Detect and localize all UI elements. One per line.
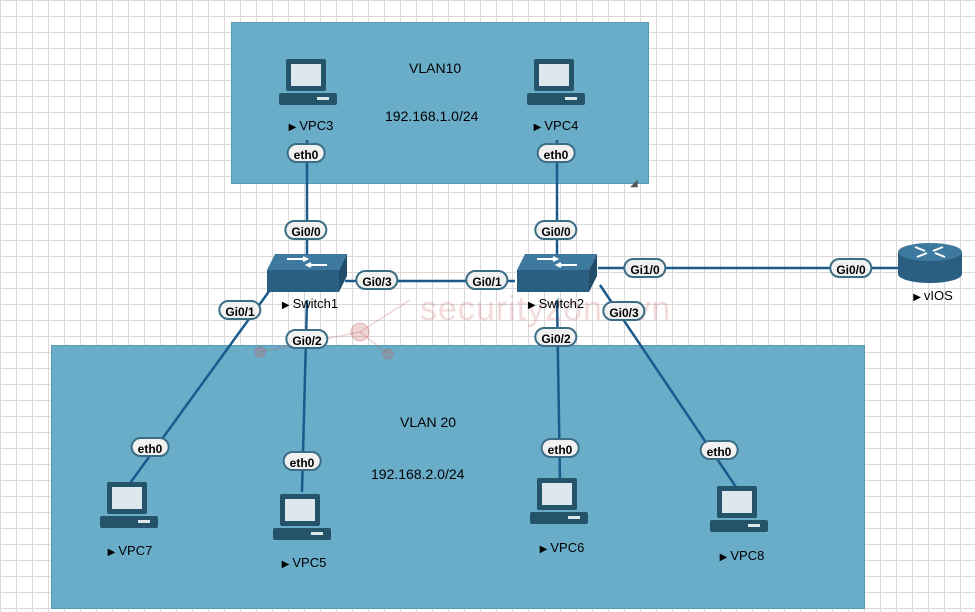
vios-router-icon[interactable]	[895, 238, 965, 284]
play-icon[interactable]: ▶	[281, 559, 290, 570]
vlan20-subnet: 192.168.2.0/24	[371, 466, 465, 482]
switch1-switch-icon[interactable]	[263, 250, 351, 296]
vpc4-label: ▶VPC4	[533, 118, 579, 133]
port-vpc6-eth0[interactable]: eth0	[540, 438, 580, 458]
vpc6-label: ▶VPC6	[539, 540, 585, 555]
play-icon[interactable]: ▶	[281, 300, 290, 311]
play-icon[interactable]: ▶	[288, 122, 297, 133]
vpc5-label: ▶VPC5	[281, 555, 327, 570]
port-switch1-gi02[interactable]: Gi0/2	[285, 329, 329, 349]
vpc3-pc-icon[interactable]	[277, 57, 339, 109]
port-switch1-gi03[interactable]: Gi0/3	[355, 270, 399, 290]
vpc7-label: ▶VPC7	[107, 543, 153, 558]
vpc4-pc-icon[interactable]	[525, 57, 587, 109]
vlan10-subnet: 192.168.1.0/24	[385, 108, 479, 124]
port-vpc7-eth0[interactable]: eth0	[130, 437, 170, 457]
port-switch1-gi01[interactable]: Gi0/1	[218, 300, 262, 320]
port-switch2-gi01[interactable]: Gi0/1	[465, 270, 509, 290]
vios-label: ▶vIOS	[913, 288, 953, 303]
play-icon[interactable]: ▶	[719, 552, 728, 563]
switch1-label: ▶Switch1	[281, 296, 339, 311]
port-switch2-gi10[interactable]: Gi1/0	[623, 258, 667, 278]
vpc7-pc-icon[interactable]	[98, 480, 160, 532]
port-switch1-gi00[interactable]: Gi0/0	[284, 220, 328, 240]
vpc8-label: ▶VPC8	[719, 548, 765, 563]
port-switch2-gi03[interactable]: Gi0/3	[602, 301, 646, 321]
play-icon[interactable]: ▶	[533, 122, 542, 133]
port-switch2-gi02[interactable]: Gi0/2	[534, 327, 578, 347]
play-icon[interactable]: ▶	[913, 292, 921, 303]
port-vpc4-eth0[interactable]: eth0	[536, 143, 576, 163]
resize-handle-icon[interactable]: ◢	[630, 178, 638, 189]
vlan10-label: VLAN10	[409, 60, 462, 76]
vpc3-label: ▶VPC3	[288, 118, 334, 133]
play-icon[interactable]: ▶	[539, 544, 548, 555]
port-vios-gi00[interactable]: Gi0/0	[829, 258, 873, 278]
switch2-switch-icon[interactable]	[513, 250, 601, 296]
vpc8-pc-icon[interactable]	[708, 484, 770, 536]
port-vpc3-eth0[interactable]: eth0	[286, 143, 326, 163]
play-icon[interactable]: ▶	[107, 547, 116, 558]
vlan20-label: VLAN 20	[400, 414, 457, 430]
vpc5-pc-icon[interactable]	[271, 492, 333, 544]
vpc6-pc-icon[interactable]	[528, 476, 590, 528]
switch2-label: ▶Switch2	[527, 296, 585, 311]
port-vpc5-eth0[interactable]: eth0	[282, 451, 322, 471]
port-switch2-gi00[interactable]: Gi0/0	[534, 220, 578, 240]
play-icon[interactable]: ▶	[527, 300, 536, 311]
port-vpc8-eth0[interactable]: eth0	[699, 440, 739, 460]
